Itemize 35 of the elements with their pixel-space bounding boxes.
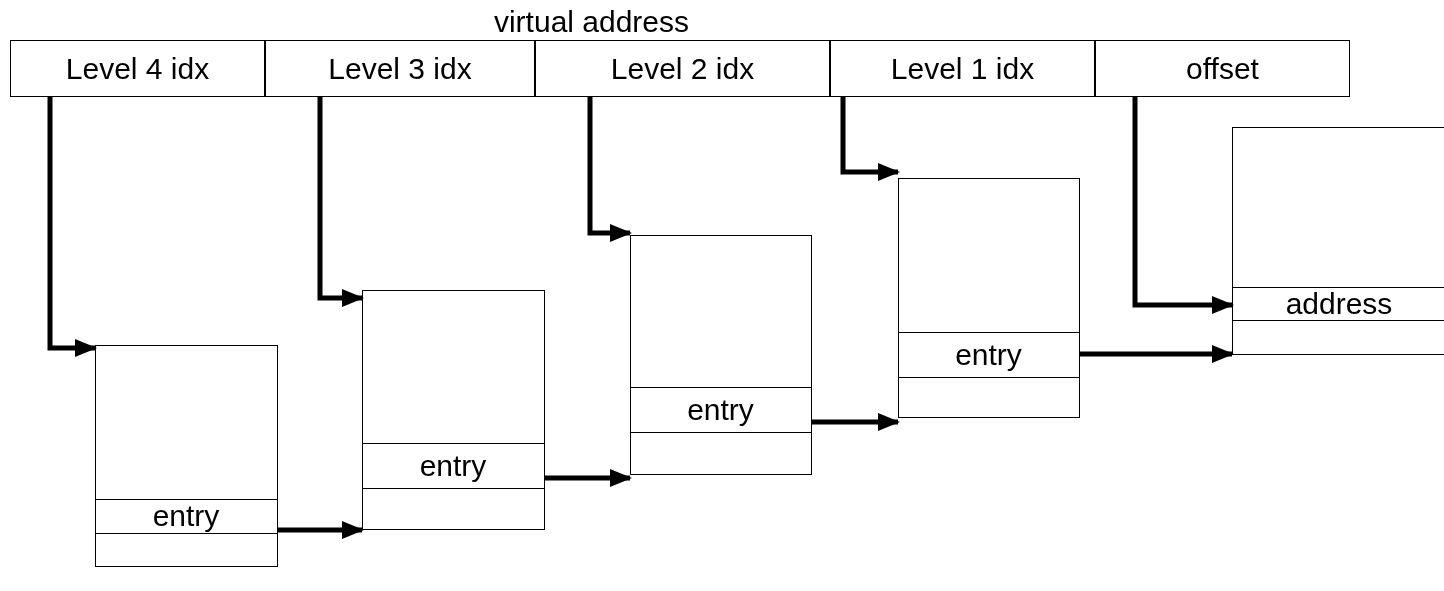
address-field [10, 40, 265, 97]
page-table [362, 290, 545, 530]
page-table [95, 345, 278, 567]
arrow [545, 469, 632, 487]
label-text: address [1285, 286, 1393, 321]
diagram-title: virtual address [492, 4, 691, 40]
arrow [278, 521, 364, 539]
table-row [897, 331, 1080, 378]
arrow [1132, 97, 1234, 314]
arrow [317, 97, 364, 307]
address-field [830, 40, 1095, 97]
table-row [361, 442, 545, 489]
label-text: entry [419, 448, 487, 483]
label-text: offset [1186, 51, 1259, 86]
table-row [94, 498, 278, 534]
address-field [265, 40, 535, 97]
label-text: entry [152, 499, 220, 533]
label-text: Level 4 idx [65, 51, 210, 86]
arrow [840, 97, 900, 181]
label-text: entry [687, 392, 754, 427]
arrow [47, 97, 97, 357]
arrow [812, 413, 900, 431]
label-text: Level 1 idx [890, 51, 1035, 86]
page-table [630, 235, 812, 475]
label-text: Level 3 idx [328, 51, 472, 86]
arrow [587, 97, 632, 242]
table-row [629, 386, 812, 433]
arrow [1080, 345, 1234, 363]
label-text: Level 2 idx [610, 51, 755, 86]
address-field [535, 40, 830, 97]
label-text: entry [955, 337, 1022, 372]
address-field [1095, 40, 1350, 97]
page-table [898, 178, 1080, 418]
page-table [1232, 127, 1444, 355]
table-row [1231, 286, 1444, 321]
